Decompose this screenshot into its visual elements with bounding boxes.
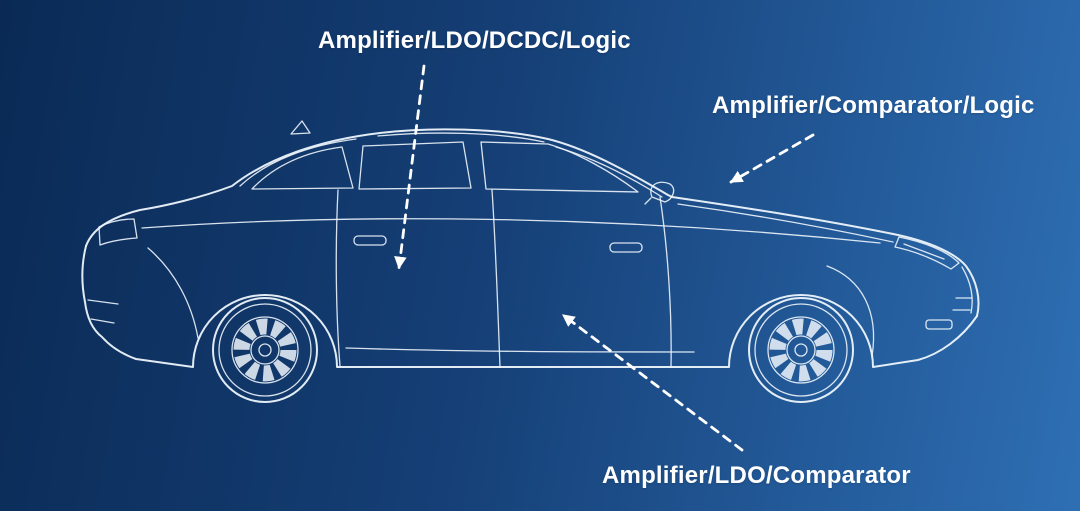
front-details bbox=[894, 236, 973, 330]
window-outlines bbox=[239, 120, 675, 205]
label-arrow-bottom bbox=[561, 313, 744, 452]
headlight bbox=[894, 236, 960, 270]
callout-label-text: Amplifier/Comparator/Logic bbox=[712, 92, 1035, 119]
label-arrow-right bbox=[729, 133, 815, 184]
callout-label-body-module: Amplifier/LDO/Comparator bbox=[602, 462, 911, 490]
taillight bbox=[98, 218, 138, 246]
door-seams bbox=[335, 189, 672, 368]
callout-label-text: Amplifier/LDO/DCDC/Logic bbox=[318, 27, 631, 54]
callout-label-text: Amplifier/LDO/Comparator bbox=[602, 462, 911, 489]
front-door-handle bbox=[609, 242, 643, 253]
rear-door-handle bbox=[353, 235, 387, 246]
roof-antenna bbox=[290, 120, 311, 135]
rear-wheel bbox=[212, 297, 318, 403]
front-wheel bbox=[748, 297, 854, 403]
callout-label-door-module: Amplifier/LDO/DCDC/Logic bbox=[318, 27, 631, 55]
rear-details bbox=[87, 218, 138, 324]
callout-label-roof-module: Amplifier/Comparator/Logic bbox=[712, 92, 1035, 120]
label-arrow-top bbox=[394, 64, 426, 270]
side-mirror bbox=[650, 181, 675, 203]
car-body-outline bbox=[81, 128, 980, 368]
fog-light bbox=[925, 319, 953, 330]
